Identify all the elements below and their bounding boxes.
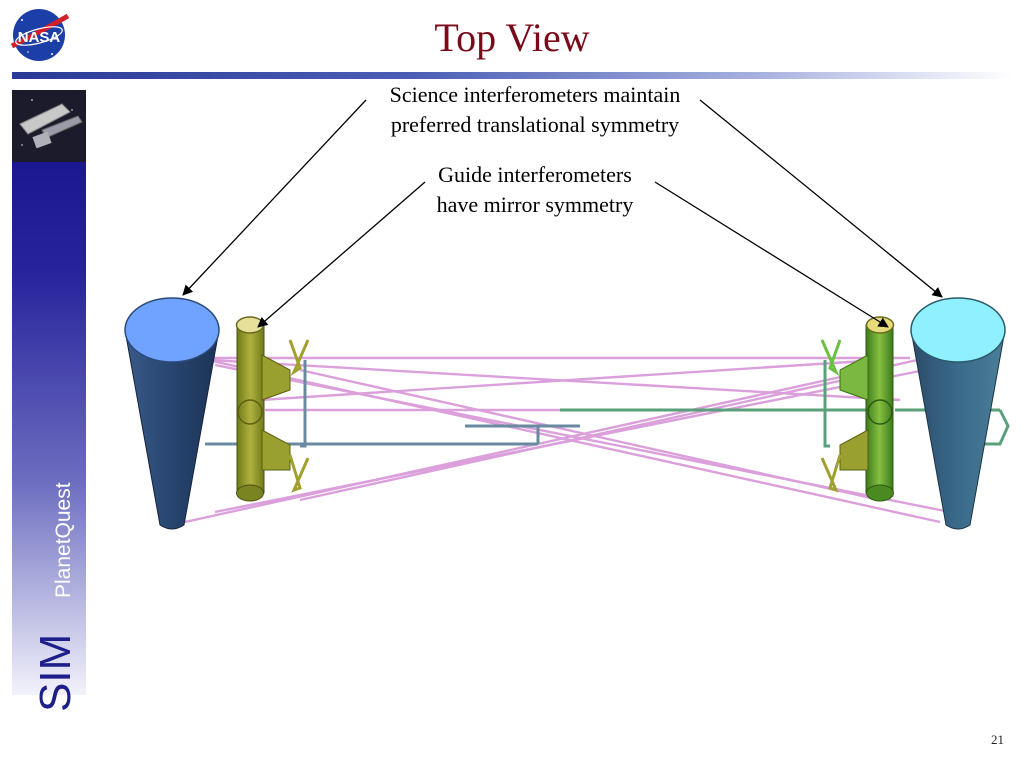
science-interferometers-label: Science interferometers maintain preferr… [365,80,705,140]
guide-interferometer-right [820,316,895,502]
guide-interferometers-label: Guide interferometers have mirror symmet… [415,160,655,220]
brand-sidebar [12,90,86,695]
guide-label-line1: Guide interferometers [438,162,632,187]
guide-label-line2: have mirror symmetry [436,192,634,217]
science-interferometer-right [910,297,1006,530]
sim-planetquest-logo: PlanetQuest SIM [31,482,80,712]
page-title: Top View [434,15,590,60]
title-divider [12,72,1012,79]
annotation-arrows [182,99,943,328]
nasa-logo-text: NASA [18,29,61,46]
science-label-line2: preferred translational symmetry [390,112,680,137]
guide-interferometer-left [235,316,310,502]
page-number: 21 [991,732,1004,747]
arrow-science-right [699,99,943,298]
spacecraft-photo [12,90,86,162]
science-label-line1: Science interferometers maintain [389,82,681,107]
brand-planetquest-text: PlanetQuest [52,482,75,598]
arrow-science-left [182,99,367,296]
spacecraft-image [12,90,86,162]
beam-lines [184,353,951,524]
arrow-guide-left [257,181,426,328]
science-interferometer-left [124,297,220,530]
arrow-guide-right [654,181,889,328]
nasa-logo: NASA [10,9,70,61]
brand-sim-text: SIM [31,634,80,712]
